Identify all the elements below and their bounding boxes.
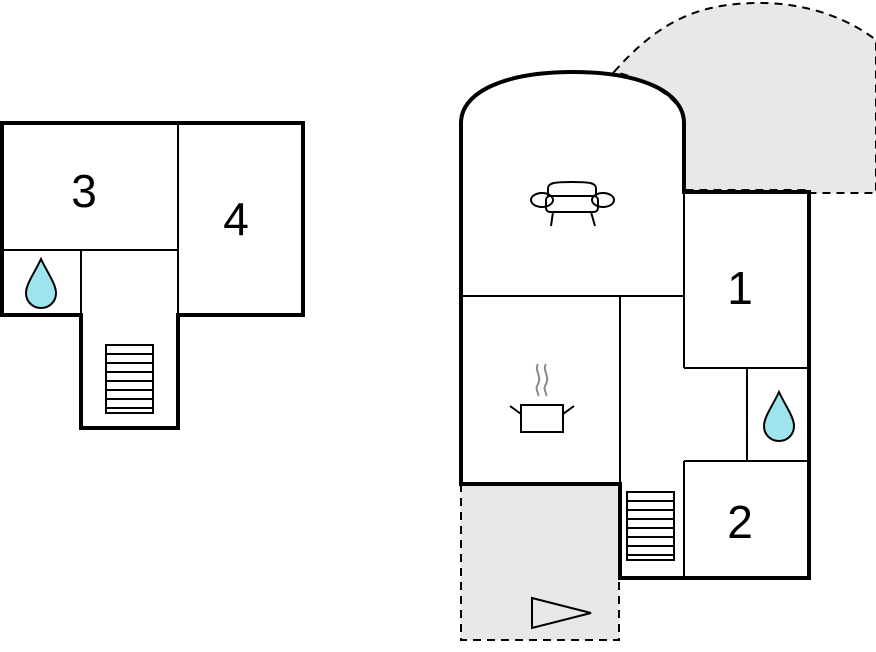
stairs-icon (105, 344, 154, 414)
entrance-path (460, 483, 620, 641)
upper-floor-plan: 3 4 (0, 121, 305, 430)
water-drop-icon (762, 389, 796, 443)
room-4-label: 4 (223, 193, 249, 245)
sofa-icon (530, 180, 615, 227)
ground-floor-outline (459, 69, 811, 580)
room-3-label: 3 (71, 165, 97, 217)
water-drop-icon (24, 256, 58, 310)
stairs-icon (626, 491, 675, 561)
room-1-label: 1 (727, 262, 753, 314)
terrace (612, 1, 876, 194)
room-2-label: 2 (727, 496, 753, 548)
cooking-pot-icon (509, 363, 575, 433)
entrance-arrow-icon (531, 596, 592, 630)
upper-floor-outline (0, 121, 305, 430)
ground-floor-plan: 1 2 (459, 1, 876, 641)
